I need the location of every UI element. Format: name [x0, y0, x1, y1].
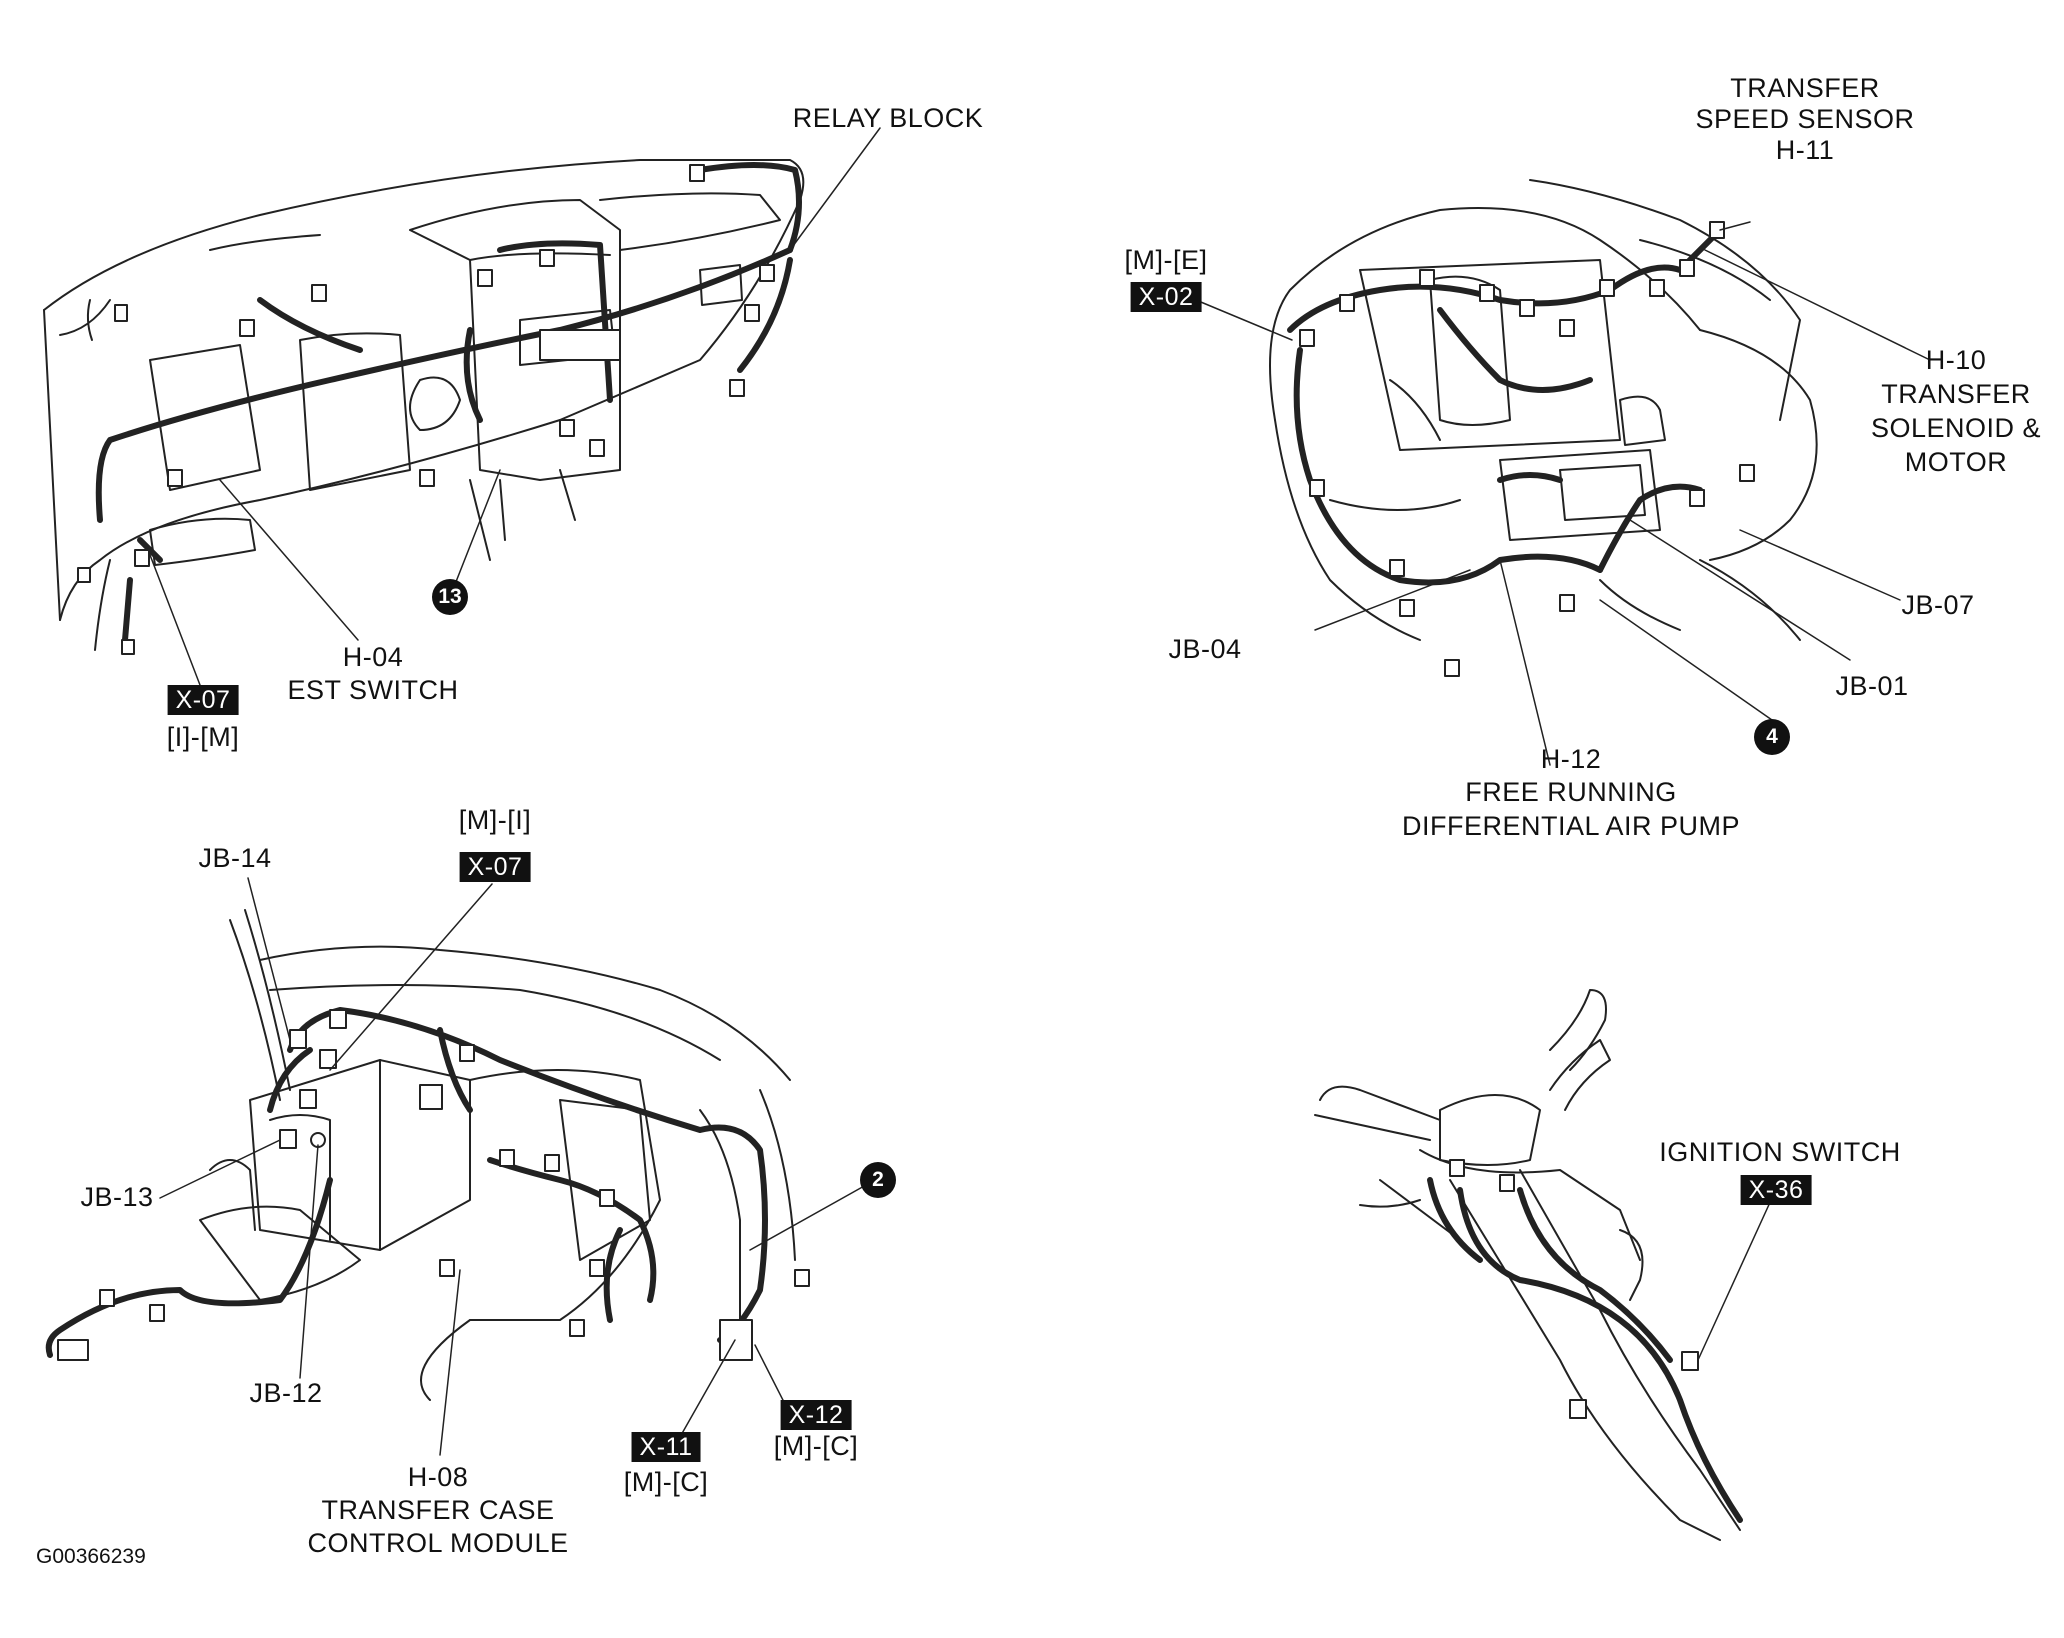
x11-tag: X-11	[631, 1432, 701, 1462]
jb04-label: JB-04	[1168, 634, 1242, 664]
dashboard-leader-lines	[149, 127, 881, 686]
engine-bay-leader-lines	[1195, 221, 1931, 766]
h10-id-label: H-10	[1925, 345, 1987, 375]
jb14-label: JB-14	[198, 843, 272, 873]
engine-bay-harness	[1287, 227, 1723, 586]
h08-id-label: H-08	[407, 1462, 469, 1492]
h10-line2: SOLENOID &	[1870, 413, 2042, 443]
console-leader-lines	[159, 877, 867, 1456]
h08-line1: TRANSFER CASE	[321, 1495, 555, 1525]
engine-bay-connectors	[1299, 221, 1755, 677]
h12-line1: FREE RUNNING	[1465, 777, 1677, 807]
badge-4: 4	[1754, 719, 1790, 755]
relay-block-label: RELAY BLOCK	[792, 103, 984, 133]
x02-tag: X-02	[1130, 282, 1202, 312]
h12-line2: DIFFERENTIAL AIR PUMP	[1401, 811, 1741, 841]
console-illustration	[199, 909, 796, 1401]
x07-top-coord: [I]-[M]	[166, 722, 240, 752]
steering-column-illustration	[1314, 989, 1741, 1541]
h08-line2: CONTROL MODULE	[307, 1528, 569, 1558]
steering-column-harness	[1427, 1177, 1743, 1523]
jb13-label: JB-13	[80, 1182, 154, 1212]
transfer-speed-sensor-id: H-11	[1775, 135, 1835, 165]
x36-tag: X-36	[1740, 1175, 1812, 1205]
steering-column-leader-lines	[1697, 1197, 1773, 1361]
x02-coord: [M]-[E]	[1124, 245, 1208, 275]
image-code: G00366239	[36, 1545, 146, 1568]
badge-2: 2	[860, 1162, 896, 1198]
badge-13: 13	[432, 579, 468, 615]
jb01-label: JB-01	[1835, 671, 1909, 701]
h10-line1: TRANSFER	[1881, 379, 2031, 409]
h10-line3: MOTOR	[1904, 447, 2008, 477]
ignition-switch-label: IGNITION SWITCH	[1659, 1137, 1901, 1167]
h04-name-label: EST SWITCH	[287, 675, 459, 705]
h12-id-label: H-12	[1540, 744, 1602, 774]
engine-bay-illustration	[1269, 179, 1818, 641]
jb12-label: JB-12	[249, 1378, 323, 1408]
x11-coord: [M]-[C]	[623, 1467, 709, 1497]
dashboard-harness	[95, 162, 802, 643]
dashboard-connectors	[77, 164, 775, 655]
x12-coord: [M]-[C]	[773, 1431, 859, 1461]
transfer-speed-sensor-line1: TRANSFER	[1730, 73, 1880, 103]
jb07-label: JB-07	[1901, 590, 1975, 620]
x07-bottom-tag: X-07	[459, 852, 531, 882]
x12-tag: X-12	[780, 1400, 852, 1430]
console-connectors	[57, 1009, 810, 1361]
x07-top-tag: X-07	[167, 685, 239, 715]
transfer-speed-sensor-line2: SPEED SENSOR	[1695, 104, 1915, 134]
steering-column-connectors	[1449, 1159, 1699, 1419]
h04-id-label: H-04	[342, 642, 404, 672]
x07-bottom-coord: [M]-[I]	[458, 805, 532, 835]
